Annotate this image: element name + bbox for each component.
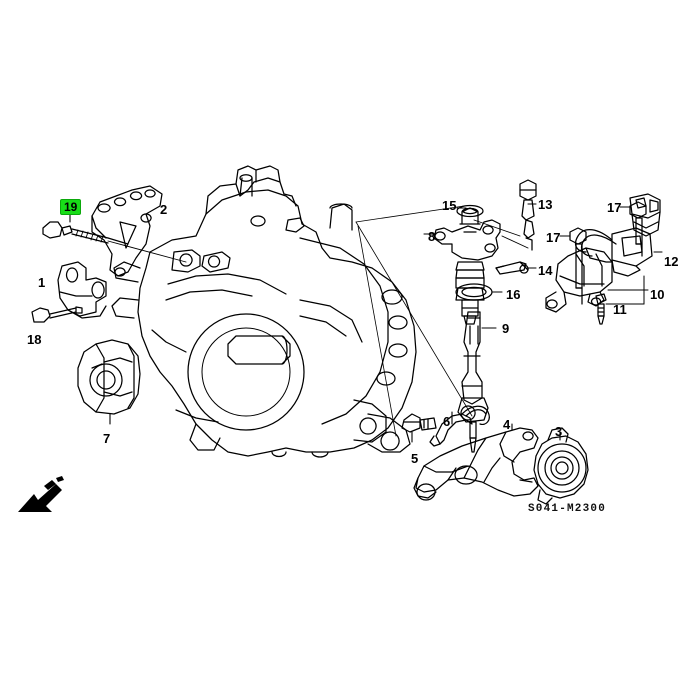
- part-10-bracket-assembly: [545, 247, 613, 313]
- callout-10[interactable]: 10: [650, 287, 665, 302]
- part-19-bolt: [42, 221, 129, 245]
- front-direction-arrow: [18, 476, 64, 512]
- part-2-mount-bracket: [91, 185, 163, 277]
- part-6-spring-clip: [429, 405, 490, 447]
- callout-1[interactable]: 1: [38, 275, 46, 290]
- part-5-bolt: [401, 413, 437, 433]
- transmission-housing: [111, 165, 417, 458]
- part-7-mount-bushing: [77, 339, 141, 415]
- part-14-cotter-pin: [495, 261, 529, 275]
- callout-13[interactable]: 13: [538, 197, 553, 212]
- callout-8[interactable]: 8: [428, 229, 436, 244]
- part-1-shift-bracket: [57, 261, 107, 319]
- callout-2[interactable]: 2: [160, 202, 168, 217]
- part-9-shift-rod: [457, 311, 489, 453]
- callout-14[interactable]: 14: [538, 263, 553, 278]
- callout-16[interactable]: 16: [506, 287, 521, 302]
- callout-6[interactable]: 6: [443, 414, 451, 429]
- part-18-bolt: [31, 306, 83, 323]
- part-17-bolt-lower: [569, 227, 587, 305]
- callout-15[interactable]: 15: [442, 198, 457, 213]
- part-4-release-fork: [413, 427, 539, 501]
- callout-9[interactable]: 9: [502, 321, 510, 336]
- part-12-speed-sensor: [574, 193, 661, 277]
- callout-5[interactable]: 5: [411, 451, 419, 466]
- callout-17-upper[interactable]: 17: [607, 200, 622, 215]
- callout-18[interactable]: 18: [27, 332, 42, 347]
- part-3-release-bearing: [533, 427, 589, 505]
- drawing-number: S041-M2300: [528, 503, 607, 515]
- callout-17-lower[interactable]: 17: [546, 230, 561, 245]
- part-13-bolt: [519, 179, 537, 251]
- callout-12[interactable]: 12: [664, 254, 679, 269]
- callout-11[interactable]: 11: [613, 302, 627, 317]
- callout-4[interactable]: 4: [503, 417, 511, 432]
- callout-3[interactable]: 3: [555, 424, 563, 439]
- part-15-washer: [456, 204, 484, 218]
- part-11-bolt: [595, 293, 607, 325]
- part-16-o-ring: [455, 283, 493, 301]
- callout-19[interactable]: 19: [60, 199, 82, 215]
- callout-7[interactable]: 7: [103, 431, 111, 446]
